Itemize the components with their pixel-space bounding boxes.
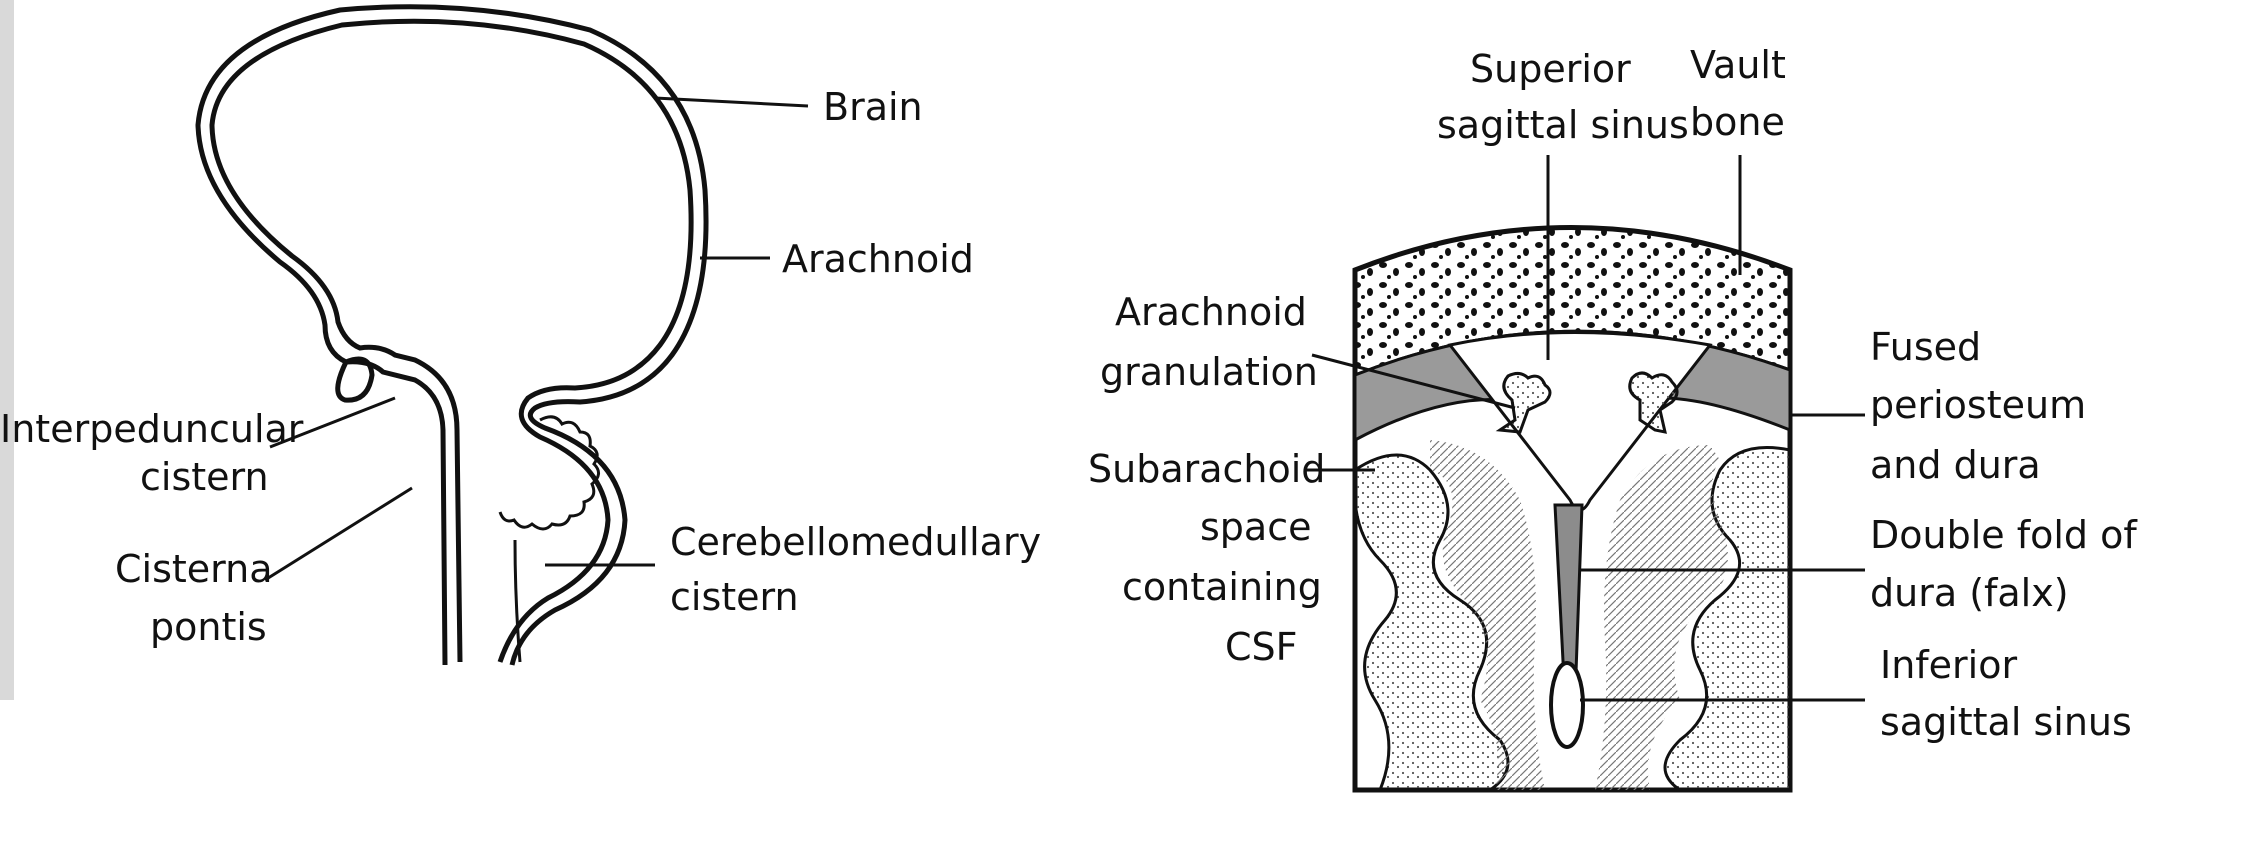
inferior-sagittal-sinus	[1549, 661, 1585, 749]
subarachnoid-space-left	[1430, 440, 1545, 790]
label-interpeduncular-2: cistern	[140, 455, 269, 499]
label-cisterna-1: Cisterna	[115, 547, 273, 591]
label-superior-2: sagittal sinus	[1437, 103, 1689, 147]
label-interpeduncular-1: Interpeduncular	[0, 407, 304, 451]
label-vault-2: bone	[1690, 100, 1785, 144]
label-cerebello-1: Cerebellomedullary	[670, 520, 1041, 564]
label-inferior-1: Inferior	[1880, 643, 2017, 687]
arachnoid-granulation-left	[1495, 371, 1552, 434]
left-leaders	[264, 96, 809, 582]
label-fused-3: and dura	[1870, 443, 2041, 487]
label-inferior-2: sagittal sinus	[1880, 700, 2132, 744]
right-leaders	[1305, 155, 1865, 702]
cerebellomedullary-inner	[513, 539, 522, 663]
label-cisterna-2: pontis	[150, 605, 267, 649]
label-subarachnoid-1: Subarachoid	[1088, 447, 1325, 491]
label-brain: Brain	[823, 85, 923, 129]
label-falx-2: dura (falx)	[1870, 571, 2069, 615]
interpeduncular-loop	[335, 356, 375, 403]
granulation-leader	[1311, 353, 1516, 410]
label-subarachnoid-2: space	[1200, 505, 1311, 549]
right-section	[1352, 225, 1793, 793]
label-superior-1: Superior	[1470, 47, 1631, 91]
interpeduncular-leader	[269, 396, 396, 449]
brain-leader	[654, 96, 809, 108]
label-falx-1: Double fold of	[1870, 513, 2138, 557]
label-subarachnoid-3: containing	[1122, 565, 1322, 609]
label-granulation-1: Arachnoid	[1115, 290, 1307, 334]
arachnoid-outer-line	[195, 4, 709, 666]
label-vault-1: Vault	[1690, 43, 1786, 87]
cerebellum-folia	[498, 415, 600, 531]
label-fused-2: periosteum	[1870, 383, 2086, 427]
arachnoid-granulation-right	[1628, 371, 1679, 434]
scan-edge-strip	[0, 0, 14, 700]
label-granulation-2: granulation	[1100, 350, 1318, 394]
brain-inner-line	[209, 18, 694, 663]
right-hemisphere-gyri	[1663, 446, 1790, 790]
cisterna-pontis-leader	[264, 486, 413, 582]
right-labels: Superior sagittal sinus Vault bone Arach…	[1088, 43, 2138, 744]
label-cerebello-2: cistern	[670, 575, 799, 619]
left-brain-outline	[195, 4, 709, 666]
left-labels: Brain Arachnoid Interpeduncular cistern …	[0, 85, 1041, 649]
label-arachnoid: Arachnoid	[782, 237, 974, 281]
label-fused-1: Fused	[1870, 325, 1981, 369]
label-subarachnoid-4: CSF	[1225, 625, 1298, 669]
subarachnoid-space-right	[1595, 445, 1728, 790]
